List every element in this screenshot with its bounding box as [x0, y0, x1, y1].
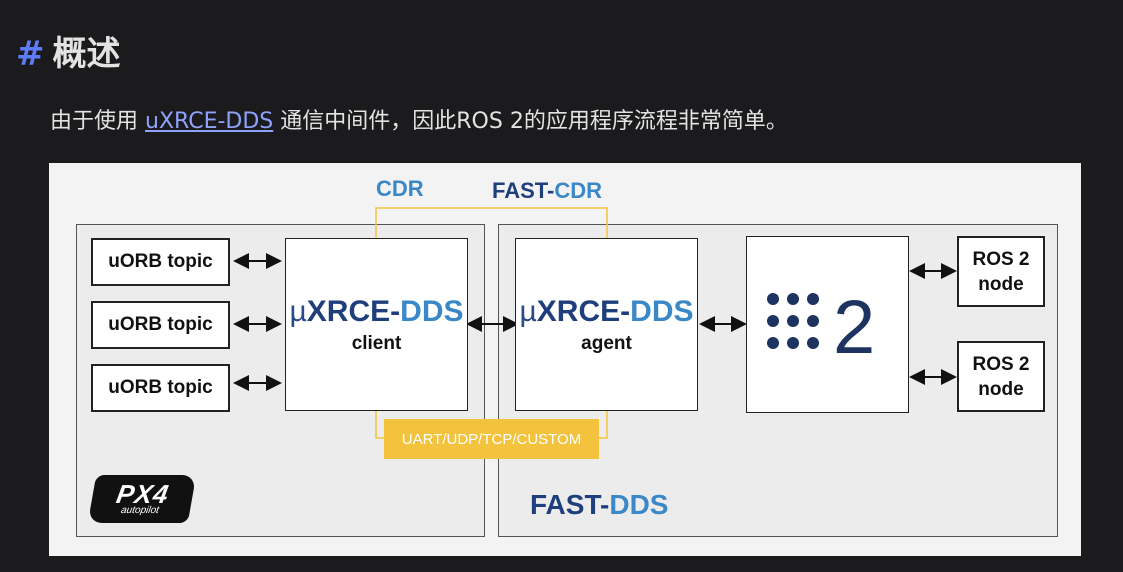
transport-label: UART/UDP/TCP/CUSTOM — [384, 419, 599, 459]
xrce-agent-box: µXRCE-DDS agent — [515, 238, 698, 411]
uorb-topic-box: uORB topic — [91, 238, 230, 286]
px4-logo: PX4 autopilot — [87, 475, 197, 523]
cdr-link-line — [375, 207, 608, 238]
uorb-topic-box: uORB topic — [91, 364, 230, 412]
client-subtitle: client — [351, 332, 402, 354]
client-title: µXRCE-DDS — [289, 294, 464, 328]
heading-anchor-link[interactable]: # — [16, 34, 45, 74]
uxrce-dds-link[interactable]: uXRCE-DDS — [145, 109, 274, 134]
agent-title: µXRCE-DDS — [519, 294, 694, 328]
architecture-diagram: CDR FAST-CDR uORB topic uORB topic uORB … — [49, 163, 1081, 556]
ros2-box: 2 — [746, 236, 909, 413]
intro-text-before: 由于使用 — [50, 109, 145, 134]
xrce-client-box: µXRCE-DDS client — [285, 238, 468, 411]
page-heading: #概述 — [16, 26, 121, 75]
agent-subtitle: agent — [581, 332, 632, 354]
transport-link-left — [375, 411, 384, 439]
cdr-label: CDR — [376, 176, 424, 201]
intro-text-after: 通信中间件，因此ROS 2的应用程序流程非常简单。 — [273, 109, 788, 134]
ros2-numeral: 2 — [833, 285, 875, 365]
connector-lines — [233, 207, 957, 439]
intro-paragraph: 由于使用 uXRCE-DDS 通信中间件，因此ROS 2的应用程序流程非常简单。 — [50, 103, 788, 135]
heading-title: 概述 — [52, 34, 121, 74]
ros2-logo-icon: 2 — [766, 285, 875, 365]
transport-link-right — [599, 411, 608, 439]
fast-cdr-label: FAST-CDR — [492, 178, 603, 203]
uorb-topic-box: uORB topic — [91, 301, 230, 349]
fast-dds-label: FAST-DDS — [530, 489, 669, 520]
